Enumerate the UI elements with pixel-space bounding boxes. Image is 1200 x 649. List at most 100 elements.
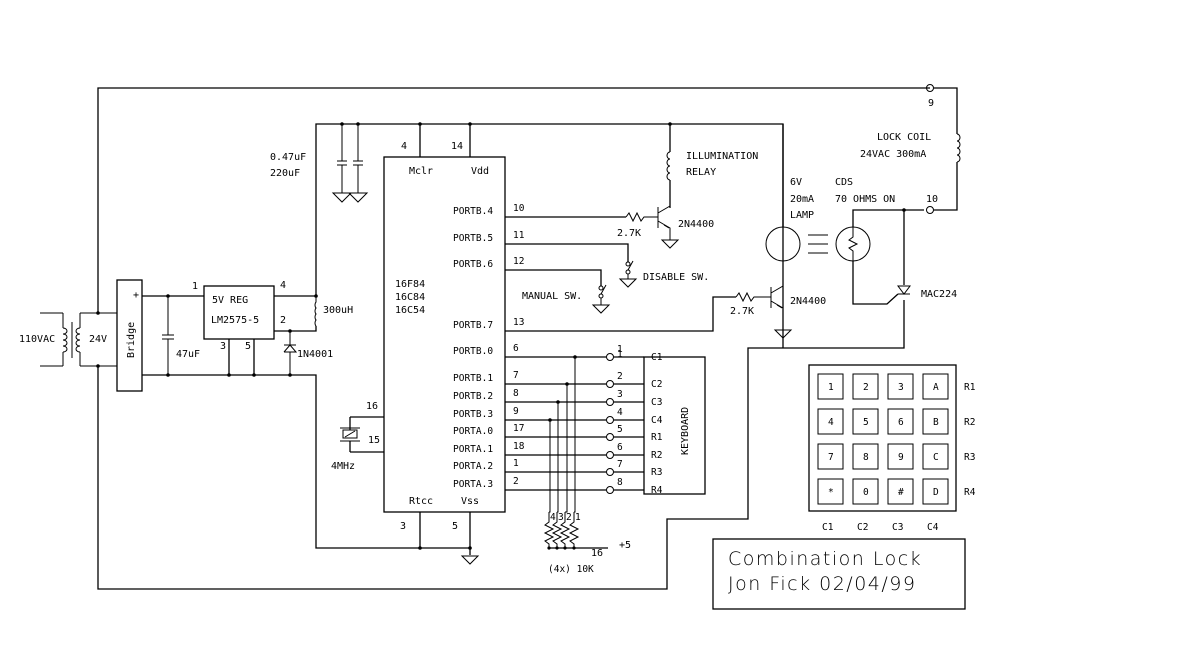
pin-num-vdd: 14	[451, 141, 463, 152]
ground-icon	[347, 192, 369, 203]
relay-transistor-label: 2N4400	[678, 219, 714, 230]
keyboard-terminal[interactable]	[606, 486, 614, 494]
lock-coil-label-2: 24VAC 300mA	[860, 149, 926, 160]
keypad-row-label: R2	[964, 417, 975, 428]
ground-icon	[660, 239, 680, 249]
bridge-plus: +	[133, 290, 139, 301]
keypad-key[interactable]: #	[887, 478, 914, 505]
keyboard-terminal[interactable]	[606, 398, 614, 406]
mcu-pin-name: PORTB.5	[453, 233, 493, 244]
keypad-key[interactable]: 9	[887, 443, 914, 470]
transistor	[770, 262, 784, 330]
keyboard-terminal-number: 1	[617, 349, 623, 360]
keypad-key[interactable]: 2	[852, 373, 879, 400]
keypad-key[interactable]: D	[922, 478, 949, 505]
keypad-key[interactable]: 7	[817, 443, 844, 470]
reg-pin-3: 3	[220, 341, 226, 352]
inductor-label: 300uH	[323, 305, 353, 316]
terminal-9[interactable]	[926, 84, 934, 92]
keyboard-terminal-number: 6	[617, 442, 623, 453]
mcu-pin-number: 18	[513, 441, 525, 452]
osc-pin-15: 15	[368, 435, 380, 446]
pin-num-vss: 5	[452, 521, 458, 532]
lock-coil-label-1: LOCK COIL	[877, 132, 931, 143]
keypad-key-label: A	[933, 382, 939, 393]
pullup-bus	[549, 420, 551, 513]
pullup-index: 2	[566, 512, 572, 523]
cds-photocell	[835, 226, 871, 262]
keypad-key-label: 5	[863, 417, 869, 428]
reg-pin-5: 5	[245, 341, 251, 352]
ground-icon	[591, 304, 611, 314]
mcu-pin-number: 9	[513, 406, 519, 417]
keypad-row-label: R4	[964, 487, 976, 498]
reg-pin-4: 4	[280, 280, 286, 291]
mcu-pin-number: 8	[513, 388, 519, 399]
keyboard-signal: C1	[651, 352, 663, 363]
keypad-key[interactable]: 3	[887, 373, 914, 400]
keyboard-terminal[interactable]	[606, 416, 614, 424]
keypad-key[interactable]: *	[817, 478, 844, 505]
keypad-key-label: 9	[898, 452, 904, 463]
keyboard-connector: KEYBOARD	[643, 356, 706, 495]
mains-label: 110VAC	[19, 334, 55, 345]
mcu-pin-name: PORTA.0	[453, 426, 493, 437]
diode	[283, 331, 298, 375]
terminal-9-label: 9	[928, 98, 934, 109]
keypad-key[interactable]: 4	[817, 408, 844, 435]
keypad-row-label: R3	[964, 452, 975, 463]
keypad-col-label: C4	[927, 522, 939, 533]
transformer	[40, 312, 117, 367]
relay-label-1: ILLUMINATION	[686, 151, 758, 162]
reg-pin-1: 1	[192, 281, 198, 292]
pullup-index: 1	[575, 512, 581, 523]
keypad-key-label: 1	[828, 382, 834, 393]
keypad-key-label: 8	[863, 452, 869, 463]
keypad-key[interactable]: 6	[887, 408, 914, 435]
mcu-pin-name: PORTB.0	[453, 346, 493, 357]
pin-vss: Vss	[461, 496, 479, 507]
keyboard-terminal-number: 7	[617, 459, 623, 470]
relay-resistor-label: 2.7K	[617, 228, 641, 239]
pullup-pin: 16	[591, 548, 603, 559]
lamp-label-2: 20mA	[790, 194, 814, 205]
pullup-bus	[565, 384, 568, 513]
mcu-pin-number: 7	[513, 370, 519, 381]
mcu-pin-number: 13	[513, 317, 524, 328]
mcu-pin-number: 1	[513, 458, 519, 469]
mcu-pin-name: PORTB.7	[453, 320, 493, 331]
keyboard-terminal-number: 3	[617, 389, 623, 400]
keypad-key[interactable]: 5	[852, 408, 879, 435]
keypad-key[interactable]: 8	[852, 443, 879, 470]
keypad-key[interactable]: B	[922, 408, 949, 435]
keypad-key[interactable]: C	[922, 443, 949, 470]
manual-switch	[598, 284, 607, 305]
lamp-transistor-label: 2N4400	[790, 296, 826, 307]
keypad-key[interactable]: A	[922, 373, 949, 400]
pullup-resistor	[559, 512, 571, 548]
pullup-resistor	[551, 512, 563, 548]
keypad-key[interactable]: 1	[817, 373, 844, 400]
keypad-key[interactable]: 0	[852, 478, 879, 505]
terminal-10[interactable]	[926, 206, 934, 214]
inductor	[314, 296, 317, 327]
title-line-2: Jon Fick 02/04/99	[728, 573, 916, 595]
mcu-part-2: 16C84	[395, 292, 425, 303]
regulator: 5V REG LM2575-5	[203, 285, 275, 340]
regulator-line1: 5V REG	[212, 295, 248, 306]
mcu-pin-name: PORTB.6	[453, 259, 493, 270]
keypad	[808, 364, 957, 512]
keyboard-terminal[interactable]	[606, 433, 614, 441]
keypad-key-label: 3	[898, 382, 904, 393]
cap-label-047uf: 0.47uF	[270, 152, 306, 163]
keyboard-terminal[interactable]	[606, 468, 614, 476]
keypad-col-label: C3	[892, 522, 903, 533]
keypad-key-label: *	[828, 487, 834, 498]
mcu-pin-number: 2	[513, 476, 519, 487]
keyboard-terminal[interactable]	[606, 380, 614, 388]
keyboard-terminal[interactable]	[606, 353, 614, 361]
mcu-pin-name: PORTA.1	[453, 444, 493, 455]
optical-coupling-icon	[808, 234, 828, 254]
title-block: Combination Lock Jon Fick 02/04/99	[712, 538, 966, 610]
keyboard-terminal[interactable]	[606, 451, 614, 459]
